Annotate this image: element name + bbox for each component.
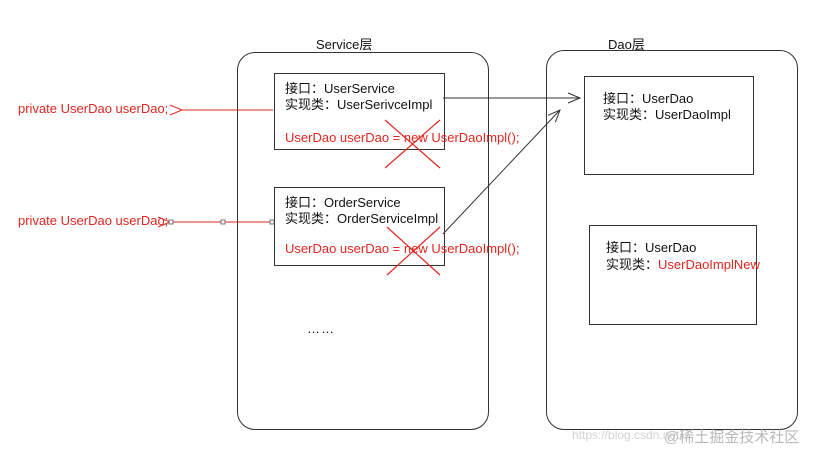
cross-out-1b xyxy=(384,119,441,169)
service-box-code: UserDao userDao = new UserDaoImpl(); xyxy=(285,241,520,256)
service-box-orderservice: 接口：OrderService 实现类：OrderServiceImpl Use… xyxy=(274,187,519,266)
service-box-code: UserDao userDao = new UserDaoImpl(); xyxy=(285,130,520,145)
connector-handle-right xyxy=(269,219,275,225)
service-box-userservice: 接口：UserService 实现类：UserSerivceImpl UserD… xyxy=(274,73,519,150)
watermark-url: https://blog.csdn.net/ xyxy=(572,428,683,442)
side-note-2: private UserDao userDao; xyxy=(18,213,169,228)
dao-box-impl-new: UserDaoImplNew xyxy=(658,257,760,272)
service-box-impl: 实现类：OrderServiceImpl xyxy=(285,211,439,226)
dao-box-userdaoimplnew: 接口：UserDao 实现类：UserDaoImplNew xyxy=(589,225,760,325)
dao-box-interface: 接口：UserDao xyxy=(606,240,697,255)
dao-box-impl-prefix: 实现类： xyxy=(606,257,659,272)
arrow-orderservice-to-dao xyxy=(442,110,560,235)
service-box-impl: 实现类：UserSerivceImpl xyxy=(285,97,433,112)
service-box-interface: 接口：OrderService xyxy=(285,195,401,210)
dao-layer-title: Dao层 xyxy=(608,37,645,52)
connector-handle-left xyxy=(168,219,174,225)
connector-handle-mid xyxy=(220,219,226,225)
dao-box-impl: 实现类：UserDaoImplNew xyxy=(606,257,760,273)
side-note-1: private UserDao userDao; xyxy=(18,101,169,116)
dao-box-userdaoimpl: 接口：UserDao 实现类：UserDaoImpl xyxy=(584,76,754,175)
service-layer-title: Service层 xyxy=(316,37,373,52)
service-box-interface: 接口：UserService xyxy=(285,81,395,96)
dao-box-impl: 实现类：UserDaoImpl xyxy=(603,107,731,122)
dao-box-interface: 接口：UserDao xyxy=(603,91,694,106)
service-ellipsis: …… xyxy=(307,321,335,336)
cross-out-2b xyxy=(386,226,441,276)
watermark-brand: @稀土掘金技术社区 xyxy=(664,429,800,446)
